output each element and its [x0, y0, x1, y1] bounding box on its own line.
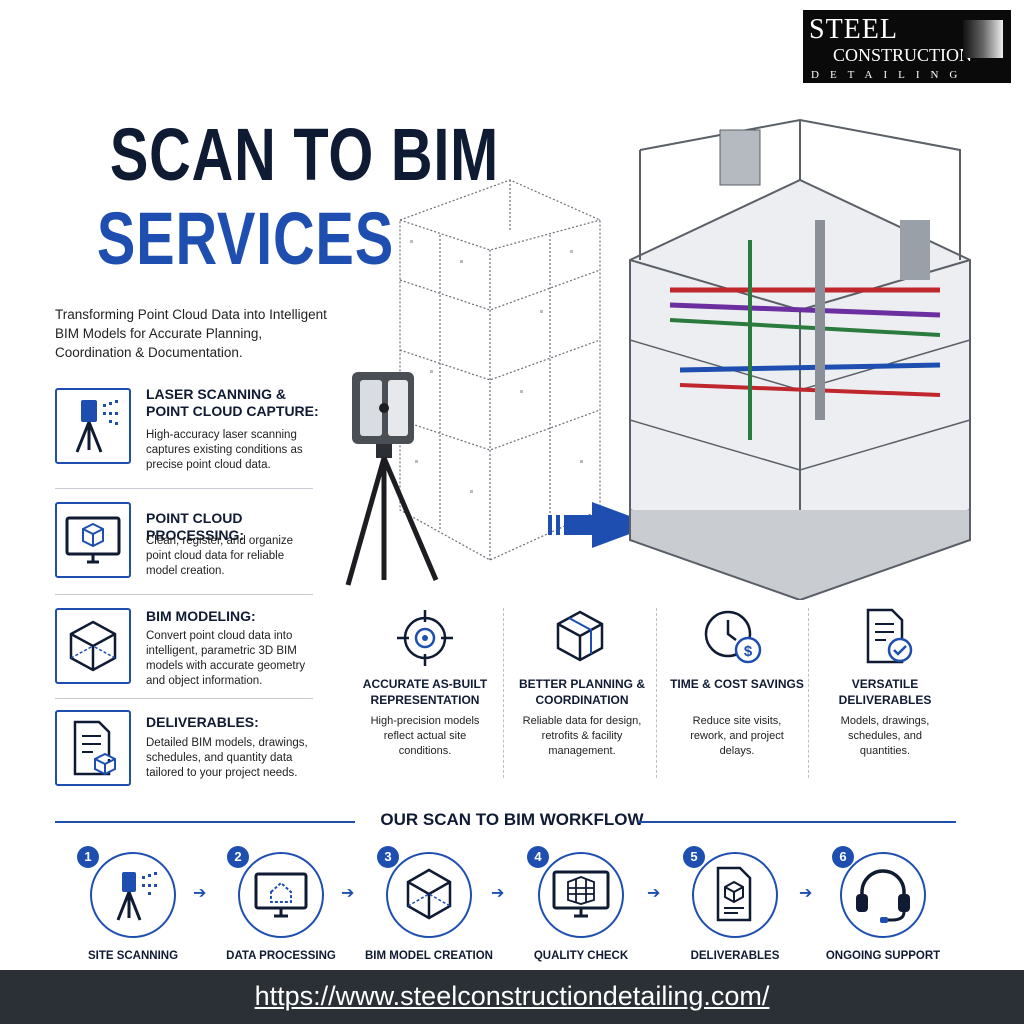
step-label-6: ONGOING SUPPORT — [825, 950, 941, 962]
service-desc-processing: Clean, register, and organize point clou… — [146, 535, 294, 577]
benefit-title-savings: TIME & COST SAVINGS — [670, 677, 804, 691]
step-number-1: 1 — [77, 846, 99, 868]
workflow-heading-line-left — [55, 821, 355, 823]
wireframe-cube-icon — [406, 868, 452, 920]
service-title-deliverables: DELIVERABLES: — [146, 714, 259, 730]
service-title-processing: POINT CLOUD PROCESSING: — [146, 510, 245, 543]
logo-line1: STEEL — [809, 14, 898, 45]
step-label-3: BIM MODEL CREATION — [365, 950, 493, 962]
benefit-icon-planning — [550, 606, 610, 671]
service-icon-box-bim — [55, 608, 131, 684]
step-number-6: 6 — [832, 846, 854, 868]
step-circle-2 — [238, 852, 324, 938]
page-title-line2: SERVICES — [96, 197, 394, 280]
benefit-divider — [656, 608, 657, 778]
step-number-5: 5 — [683, 846, 705, 868]
page-title-line1: SCAN TO BIM — [109, 113, 499, 196]
service-desc-deliverables: Detailed BIM models, drawings, schedules… — [146, 737, 308, 779]
cube-icon — [556, 610, 604, 662]
service-divider — [55, 698, 313, 699]
benefit-icon-versatile — [856, 606, 916, 671]
target-icon — [397, 610, 453, 666]
service-desc-bim: Convert point cloud data into intelligen… — [146, 630, 306, 687]
laser-scanner-icon — [75, 400, 118, 453]
document-cube-icon — [73, 720, 116, 776]
benefit-icon-savings: $ — [700, 606, 766, 671]
arrow-right-icon: ➔ — [799, 885, 813, 902]
laser-scanner — [345, 372, 439, 586]
wireframe-cube-icon — [69, 620, 117, 672]
benefit-desc-accurate: High-precision models reflect actual sit… — [370, 715, 480, 757]
arrow-right-icon — [548, 502, 654, 548]
logo-gradient-bar — [963, 20, 1003, 58]
step-number-2: 2 — [227, 846, 249, 868]
clock-dollar-icon: $ — [704, 610, 762, 664]
workflow-heading: OUR SCAN TO BIM WORKFLOW — [380, 810, 644, 829]
company-logo: STEEL CONSTRUCTION DETAILING — [803, 10, 1011, 83]
page-subtitle: Transforming Point Cloud Data into Intel… — [55, 307, 327, 360]
service-desc-laser: High-accuracy laser scanning captures ex… — [146, 429, 303, 471]
service-icon-box-deliverables — [55, 710, 131, 786]
step-number-4: 4 — [527, 846, 549, 868]
service-divider — [55, 488, 313, 489]
monitor-house-icon — [254, 872, 308, 918]
benefit-title-accurate: ACCURATE AS-BUILT REPRESENTATION — [362, 677, 488, 707]
step-circle-4 — [538, 852, 624, 938]
step-label-1: SITE SCANNING — [87, 950, 179, 962]
logo-line3: DETAILING — [811, 69, 969, 81]
logo-line2: CONSTRUCTION — [833, 45, 973, 65]
step-circle-5 — [692, 852, 778, 938]
monitor-cube-icon — [65, 516, 121, 564]
benefit-desc-planning: Reliable data for design, retrofits & fa… — [522, 715, 642, 757]
footer-bar: https://www.steelconstructiondetailing.c… — [0, 970, 1024, 1024]
workflow-heading-line-right — [638, 821, 956, 823]
benefit-desc-savings: Reduce site visits, rework, and project … — [690, 715, 784, 757]
benefit-title-planning: BETTER PLANNING & COORDINATION — [519, 677, 645, 707]
step-number-3: 3 — [377, 846, 399, 868]
document-check-icon — [866, 608, 913, 664]
step-circle-6 — [840, 852, 926, 938]
service-icon-box-processing — [55, 502, 131, 578]
monitor-building-icon — [552, 870, 610, 918]
benefit-divider — [808, 608, 809, 778]
website-link[interactable]: https://www.steelconstructiondetailing.c… — [254, 981, 770, 1011]
step-circle-3 — [386, 852, 472, 938]
arrow-right-icon: ➔ — [341, 885, 355, 902]
step-label-4: QUALITY CHECK — [533, 950, 629, 962]
step-label-5: DELIVERABLES — [690, 950, 780, 962]
arrow-right-icon: ➔ — [647, 885, 661, 902]
benefit-divider — [503, 608, 504, 778]
service-title-bim: BIM MODELING: — [146, 608, 256, 624]
point-cloud-dots — [410, 240, 583, 493]
headset-icon — [856, 869, 910, 923]
benefit-desc-versatile: Models, drawings, schedules, and quantit… — [840, 715, 930, 757]
service-icon-box-laser — [55, 388, 131, 464]
step-circle-1 — [90, 852, 176, 938]
benefit-icon-accurate — [395, 608, 455, 673]
service-title-laser: LASER SCANNING & POINT CLOUD CAPTURE: — [146, 386, 319, 419]
bim-3d-model — [629, 118, 971, 600]
step-label-2: DATA PROCESSING — [226, 950, 336, 962]
svg-text:$: $ — [744, 643, 753, 660]
service-divider — [55, 594, 313, 595]
benefit-title-versatile: VERSATILE DELIVERABLES — [838, 677, 932, 707]
arrow-right-icon: ➔ — [491, 885, 505, 902]
document-cube-icon — [716, 866, 752, 922]
arrow-right-icon: ➔ — [193, 885, 207, 902]
laser-scanner-icon — [116, 872, 157, 921]
hero-illustration — [345, 118, 971, 600]
